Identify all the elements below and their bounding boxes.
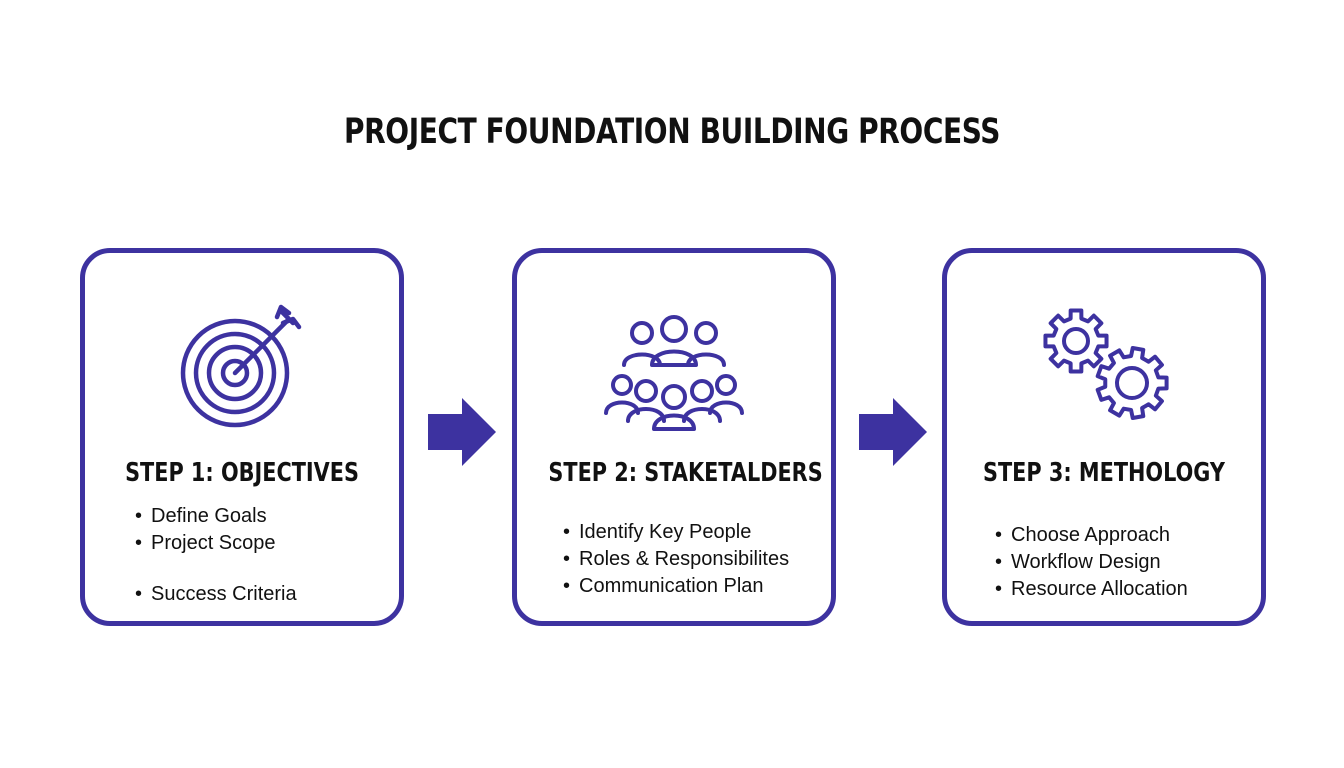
gear-outline <box>1095 346 1169 420</box>
bullet-item: Communication Plan <box>563 573 789 600</box>
gears-icon <box>947 303 1261 433</box>
step-heading: STEP 3: METHOLOGY <box>983 458 1225 488</box>
gear-hole <box>1062 327 1090 355</box>
bullet-item: Workflow Design <box>995 549 1188 576</box>
bullet-item: Identify Key People <box>563 519 789 546</box>
target-icon <box>85 303 399 433</box>
page-title: PROJECT FOUNDATION BUILDING PROCESS <box>344 112 1000 152</box>
bullet-item: Success Criteria <box>135 581 297 608</box>
step-card-objectives: STEP 1: OBJECTIVES Define Goals Project … <box>80 248 404 626</box>
arrow-right-icon <box>428 398 498 466</box>
bullet-item: Define Goals <box>135 503 297 530</box>
arrow-right-icon <box>859 398 929 466</box>
bullet-item: Resource Allocation <box>995 576 1188 603</box>
step-bullet-list: Identify Key People Roles & Responsibili… <box>563 519 789 600</box>
step-bullet-list: Choose Approach Workflow Design Resource… <box>995 522 1188 603</box>
bullet-item: Project Scope <box>135 530 297 557</box>
bullet-item: Choose Approach <box>995 522 1188 549</box>
step-card-methodology: STEP 3: METHOLOGY Choose Approach Workfl… <box>942 248 1266 626</box>
people-group-icon <box>517 303 831 433</box>
step-card-stakeholders: STEP 2: STAKETALDERS Identify Key People… <box>512 248 836 626</box>
step-bullet-list: Define Goals Project Scope Success Crite… <box>135 503 297 608</box>
gear-hole <box>1115 366 1149 400</box>
step-heading: STEP 2: STAKETALDERS <box>548 458 823 488</box>
gear-outline <box>1043 308 1109 374</box>
bullet-item: Roles & Responsibilites <box>563 546 789 573</box>
step-heading: STEP 1: OBJECTIVES <box>125 458 359 488</box>
